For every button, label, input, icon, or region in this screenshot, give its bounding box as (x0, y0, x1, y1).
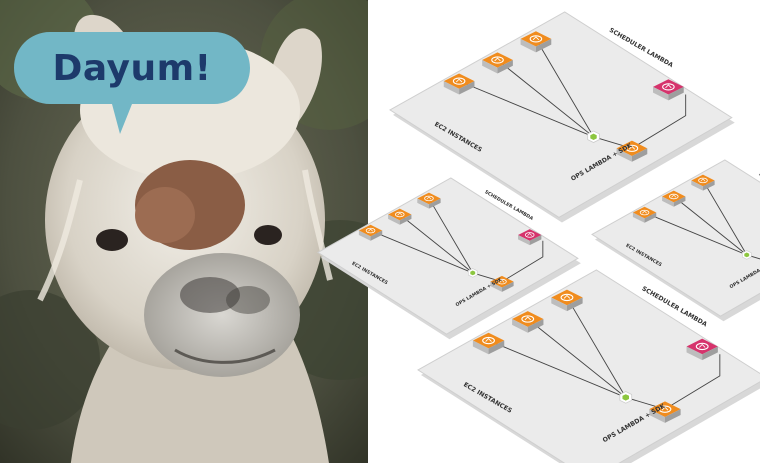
llama-photo: Dayum! (0, 0, 368, 463)
speech-bubble-text: Dayum! (52, 47, 212, 89)
ops-lambda (649, 401, 681, 423)
ec2-instance-icon (529, 35, 543, 43)
speech-bubble-shape (14, 32, 250, 134)
ec2-instance-3 (691, 174, 715, 191)
scheduler-lambda (686, 338, 718, 361)
ec2-instance-2 (662, 190, 686, 207)
ec2-instance-icon (394, 211, 405, 218)
ec2-instance-3 (520, 31, 552, 53)
lambda-icon (658, 405, 672, 413)
lambda-icon (524, 232, 535, 238)
ec2-instance-icon (521, 315, 535, 323)
connector-lines (458, 38, 687, 149)
ec2-instance-1 (632, 206, 657, 223)
ops-lambda (490, 275, 514, 292)
ec2-instance-icon (560, 293, 574, 302)
ec2-instance-icon (482, 336, 495, 345)
sdk-hexagon-icon (619, 391, 633, 404)
ec2-instance-2 (388, 208, 412, 225)
ec2-instance-1 (472, 332, 505, 355)
sdk-hexagon-icon (468, 268, 478, 278)
lambda-icon (625, 144, 639, 152)
ec2-instance-3 (417, 192, 441, 209)
ec2-instance-icon (424, 195, 434, 202)
ec2-instance-2 (512, 311, 544, 333)
ops-lambda (616, 140, 648, 162)
ec2-instance-icon (668, 193, 679, 200)
scheduler-lambda (653, 79, 684, 101)
connector-lines (644, 180, 760, 260)
ec2-instance-icon (452, 77, 466, 85)
platform (389, 11, 733, 219)
connector-lines (488, 297, 721, 410)
platform (591, 159, 760, 317)
ec2-instance-icon (491, 56, 504, 64)
ec2-instance-icon (365, 227, 376, 234)
lambda-icon (497, 278, 507, 285)
ec2-instance-2 (482, 52, 513, 74)
ec2-instance-icon (698, 177, 708, 184)
platform (317, 177, 579, 335)
scheduler-lambda (518, 229, 542, 246)
sdk-hexagon-icon (587, 130, 600, 143)
speech-bubble: Dayum! (12, 30, 252, 134)
sdk-hexagon-icon (742, 250, 752, 260)
ec2-instance-icon (639, 209, 650, 216)
lambda-icon (695, 342, 709, 351)
ec2-instance-1 (443, 73, 475, 95)
ec2-instance-3 (551, 289, 583, 312)
lambda-icon (662, 83, 675, 91)
ec2-instance-1 (358, 224, 383, 241)
